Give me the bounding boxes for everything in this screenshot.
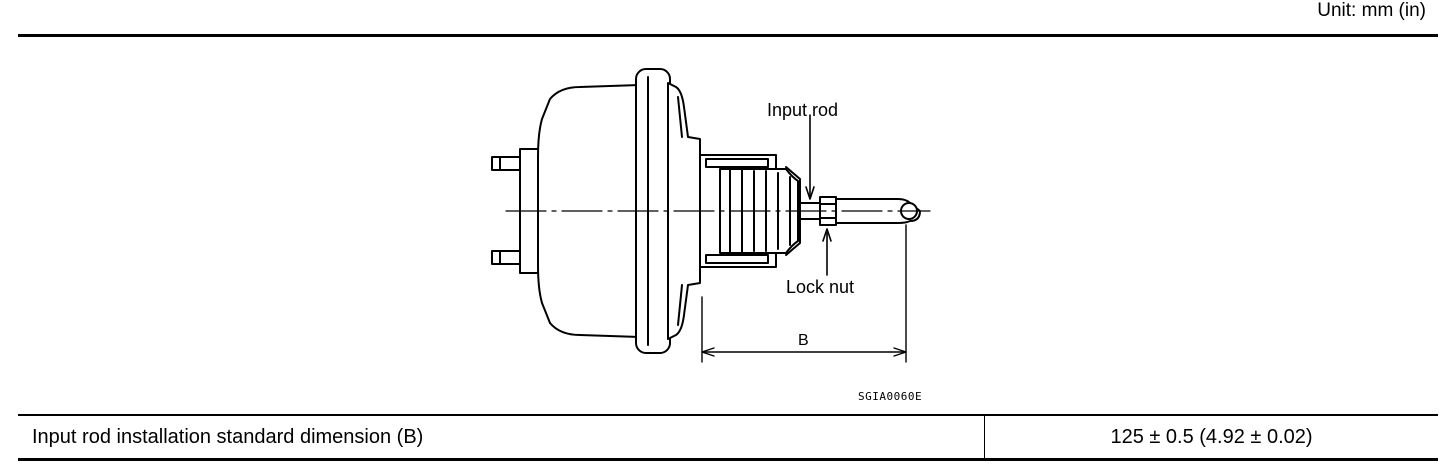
- top-rule: [18, 34, 1438, 37]
- brake-booster-figure: Input rod Lock nut B SGIA0060E: [0, 37, 1456, 413]
- rear-stud-lower: [491, 250, 523, 265]
- rear-stud-upper: [491, 156, 523, 171]
- brake-booster-drawing: [491, 68, 931, 363]
- spec-table: Input rod installation standard dimensio…: [18, 414, 1438, 461]
- callout-input-rod: Input rod: [767, 100, 839, 120]
- spec-value: 125 ± 0.5 (4.92 ± 0.02): [1110, 426, 1313, 448]
- callout-lock-nut: Lock nut: [786, 277, 855, 297]
- dimension-b-label: B: [798, 332, 809, 349]
- unit-label: Unit: mm (in): [1317, 0, 1426, 21]
- figure-code: SGIA0060E: [858, 390, 923, 403]
- spec-label: Input rod installation standard dimensio…: [18, 416, 985, 458]
